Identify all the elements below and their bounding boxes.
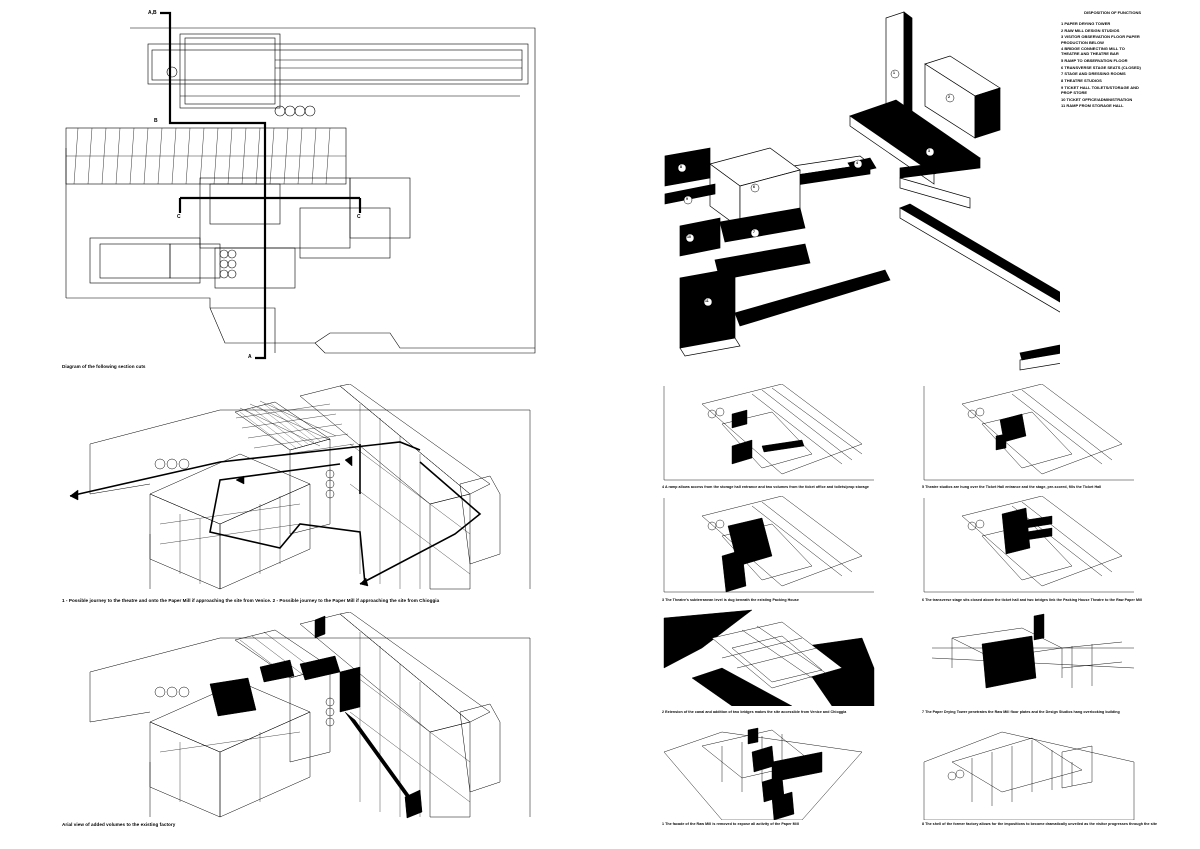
step-caption-4: 4 A ramp allows access from the storage … <box>662 485 869 489</box>
legend-item: 11 RAMP FROM STORAGE HALL <box>1061 103 1124 109</box>
cut-label-c-left: C <box>177 214 181 220</box>
legend-item: 9 TICKET HALL TOILETS/STORAGE AND PROP S… <box>1061 84 1139 95</box>
marker-3: 3 <box>928 149 930 153</box>
legend-title: DISPOSITION OF FUNCTIONS <box>1084 10 1141 15</box>
marker-1: 1 <box>893 71 895 75</box>
marker-8: 8 <box>680 165 682 169</box>
marker-4: 4 <box>856 161 858 165</box>
aerial-caption: Arial view of added volumes to the exist… <box>62 822 176 827</box>
journey-caption: 1 - Possible journey to the theatre and … <box>62 598 440 603</box>
legend-item: 3 VISITOR OBSERVATION FLOOR PAPER PRODUC… <box>1061 34 1140 45</box>
step-thumb-2 <box>662 608 876 706</box>
step-caption-1: 1 The facade of the Raw Mill is removed … <box>662 822 799 826</box>
step-caption-5: 5 Theatre studios are hung over the Tick… <box>922 485 1102 489</box>
cut-label-ab: A,B <box>148 10 157 16</box>
truss-lines <box>66 127 346 185</box>
step-caption-3: 3 The Theatre's subterranean level is du… <box>662 598 799 602</box>
functions-legend: DISPOSITION OF FUNCTIONS 1 PAPER DRYING … <box>1061 10 1141 110</box>
marker-9: 9 <box>686 197 688 201</box>
aerial-volumes <box>60 612 540 822</box>
cut-label-b: B <box>154 118 158 124</box>
legend-item: 6 TRANSVERSE STAGE SEATS (CLOSED) <box>1061 64 1141 70</box>
step-thumb-4 <box>662 384 876 482</box>
section-cuts-plan: A,B B C C A <box>60 8 540 368</box>
legend-item: 8 THEATRE STUDIOS <box>1061 78 1102 84</box>
step-caption-8: 8 The shell of the former factory allows… <box>922 822 1158 826</box>
legend-item: 4 BRIDGE CONNECTING MILL TO THEATRE AND … <box>1061 46 1125 57</box>
legend-item: 10 TICKET OFFICE/ADMINISTRATION <box>1061 96 1133 102</box>
step-thumb-3 <box>662 496 876 594</box>
step-caption-2: 2 Extension of the canal and addition of… <box>662 710 847 714</box>
step-caption-7: 7 The Paper Drying Tower penetrates the … <box>922 710 1120 714</box>
step-thumb-6 <box>922 496 1136 594</box>
marker-10: 10 <box>687 235 691 239</box>
marker-6: 6 <box>753 185 755 189</box>
legend-item: 2 RAW MILL DESIGN STUDIOS <box>1061 27 1120 33</box>
marker-7: 7 <box>753 230 755 234</box>
functions-axonometric: 1 2 3 4 5 6 7 8 9 10 11 <box>660 8 1060 378</box>
legend-item: 7 STAGE AND DRESSING ROOMS <box>1061 71 1126 77</box>
plan-caption: Diagram of the following section cuts <box>62 364 146 369</box>
cut-label-a: A <box>248 354 252 360</box>
journey-axonometric <box>60 384 540 594</box>
step-thumb-1 <box>662 722 876 820</box>
legend-item: 1 PAPER DRYING TOWER <box>1061 21 1111 27</box>
cut-label-c-right: C <box>357 214 361 220</box>
legend-item: 5 RAMP TO OBSERVATION FLOOR <box>1061 58 1128 64</box>
step-thumb-5 <box>922 384 1136 482</box>
marker-11: 11 <box>705 299 709 303</box>
marker-2: 2 <box>948 95 950 99</box>
step-thumb-7 <box>922 608 1136 706</box>
step-caption-6: 6 The transverse stage sits closed above… <box>922 598 1143 602</box>
step-thumb-8 <box>922 722 1136 820</box>
